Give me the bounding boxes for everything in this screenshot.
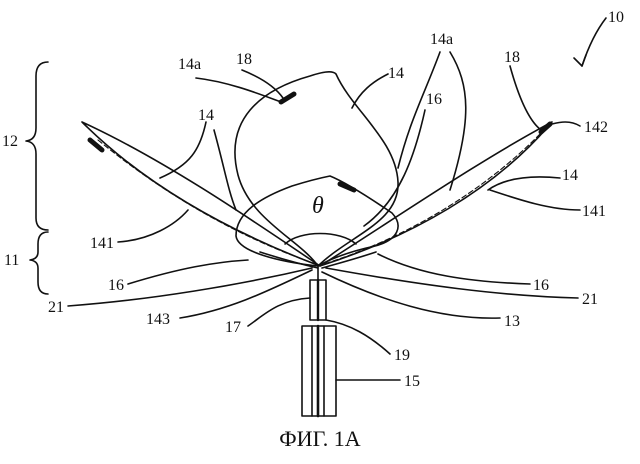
right-petal — [320, 122, 552, 266]
label-16-right: 16 — [533, 277, 549, 294]
label-21-left: 21 — [48, 299, 64, 316]
leader-14a-right-2 — [450, 52, 466, 190]
label-143: 143 — [146, 311, 170, 328]
label-141-right: 141 — [582, 203, 606, 220]
theta-arc — [285, 234, 356, 245]
label-141-left: 141 — [90, 235, 114, 252]
label-17: 17 — [225, 319, 241, 336]
label-142: 142 — [584, 119, 608, 136]
marker-heart — [340, 184, 354, 190]
label-14a-left: 14a — [178, 56, 201, 73]
brace-12 — [26, 62, 48, 230]
label-11: 11 — [4, 252, 19, 269]
leader-14-left — [160, 122, 206, 178]
back-petal — [235, 72, 398, 266]
label-14-right: 14 — [562, 167, 578, 184]
leader-18-right — [510, 66, 541, 130]
left-petal-inner-line — [98, 140, 316, 264]
leader-14-right — [488, 177, 560, 190]
label-18-left: 18 — [236, 51, 252, 68]
label-16-upper: 16 — [426, 91, 442, 108]
leader-16-right — [378, 254, 530, 284]
label-14a-right: 14a — [430, 31, 453, 48]
marker-18-right — [541, 124, 550, 132]
label-19: 19 — [394, 347, 410, 364]
arrow-10 — [582, 18, 606, 66]
label-21-right: 21 — [582, 291, 598, 308]
figure-caption: ФИГ. 1А — [279, 426, 361, 451]
label-12: 12 — [2, 133, 18, 150]
left-petal — [82, 122, 320, 266]
leader-18-left — [242, 70, 283, 98]
brace-11 — [30, 232, 48, 294]
theta-symbol: θ — [312, 193, 324, 219]
label-16-left: 16 — [108, 277, 124, 294]
label-18-right: 18 — [504, 49, 520, 66]
leader-16-left — [128, 260, 248, 284]
leader-142 — [552, 122, 580, 126]
label-14-left: 14 — [198, 107, 214, 124]
leader-141-right — [490, 190, 580, 210]
leader-17 — [248, 298, 310, 326]
label-13: 13 — [504, 313, 520, 330]
label-15: 15 — [404, 373, 420, 390]
leader-13 — [322, 272, 500, 318]
leader-141-left — [118, 210, 188, 242]
leader-14a-left — [196, 78, 281, 102]
label-14-top: 14 — [388, 65, 404, 82]
leader-14-top — [352, 74, 388, 108]
leader-143 — [180, 270, 312, 318]
label-10: 10 — [608, 9, 624, 26]
leader-14a-right-1 — [398, 52, 440, 168]
